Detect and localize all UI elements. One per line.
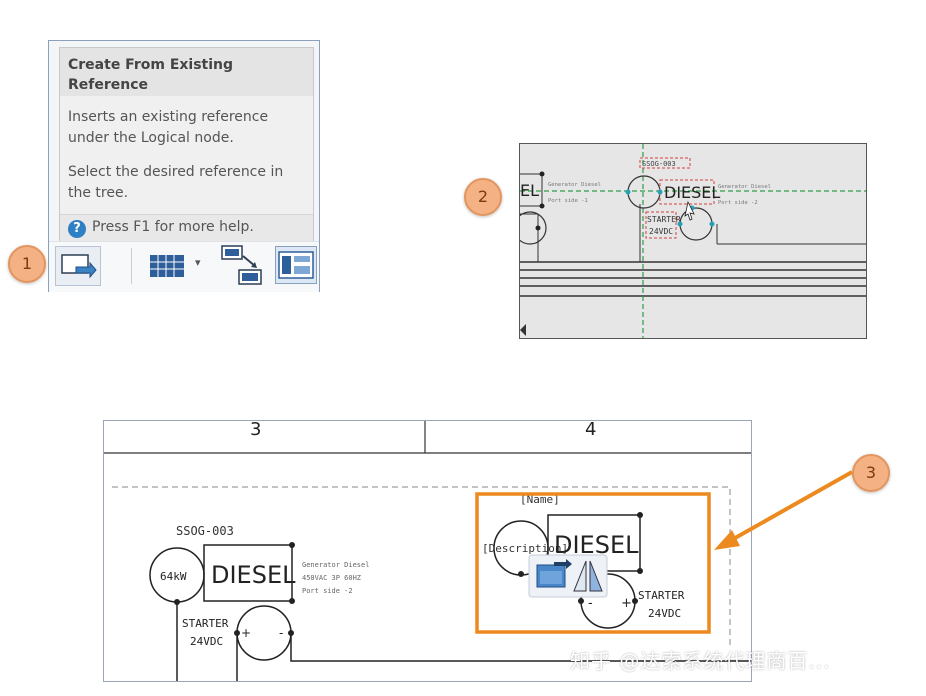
preview-starter-label: STARTER [647,215,681,224]
generator-tag: SSOG-003 [176,524,234,538]
tooltip-instruction: Select the desired reference in the tree… [68,164,284,201]
symbol-starter-voltage: 24VDC [648,607,681,620]
preview-left-desc-3: Port side -1 [548,198,588,204]
flip-symbol-button[interactable] [573,560,603,592]
replace-symbol-button[interactable] [536,559,572,588]
preview-diesel-label: DIESEL [664,183,720,202]
create-from-existing-reference-button[interactable] [55,246,101,286]
watermark: 知乎 @达索系统代理商百... [570,649,831,673]
symbol-diesel-label: DIESEL [554,531,639,559]
panel-layout-icon [278,251,314,279]
tooltip-help-text: Press F1 for more help. [92,219,254,235]
preview-voltage-label: 24VDC [649,227,673,236]
preview-ref-tag: SSOG-003 [642,160,676,168]
symbol-action-toolbar [528,554,608,598]
preview-left-desc-1: Generator Diesel [548,182,601,188]
generator-diesel-label: DIESEL [211,561,296,589]
help-icon: ? [68,220,86,238]
chevron-down-icon[interactable]: ▾ [195,256,201,269]
symbol-name-placeholder: [Name] [520,493,560,506]
column-header-3: 3 [250,421,261,440]
callout-arrow [714,470,853,550]
starter-minus: - [279,626,283,640]
grid-table-button[interactable] [147,252,187,280]
schematic-preview-panel: EL SSOG-003 DIESEL STARTER 24VDC Generat… [519,143,867,339]
tooltip-description: Inserts an existing reference under the … [68,109,269,146]
starter-label: STARTER [182,617,229,630]
panel-layout-button[interactable] [275,246,317,284]
tooltip-title: Create From Existing Reference [60,48,313,96]
tooltip-help-row: ? Press F1 for more help. [60,214,313,243]
symbol-description-placeholder: [Description] [482,542,568,555]
starter-plus: + [241,626,251,640]
toolbar-separator [131,248,132,284]
insert-reference-icon [61,254,97,279]
schematic-detail-canvas[interactable]: 3 4 SSOG-003 64kW DIESEL Generator Diese… [104,421,752,682]
preview-right-desc-1: Generator Diesel [718,184,771,190]
generator-desc-line-2: 450VAC 3P 60HZ [302,574,361,582]
callout-1: 1 [8,245,46,283]
symbol-starter-plus: + [621,596,632,611]
starter-voltage: 24VDC [190,635,223,648]
command-tooltip-panel: Create From Existing Reference Inserts a… [48,40,320,292]
generator-desc-line-1: Generator Diesel [302,561,369,569]
toolbar: ▾ [49,241,319,292]
schematic-detail-panel: 3 4 SSOG-003 64kW DIESEL Generator Diese… [103,420,752,682]
column-header-4: 4 [585,421,596,440]
schematic-preview-canvas[interactable]: EL SSOG-003 DIESEL STARTER 24VDC Generat… [520,144,867,339]
symbol-starter-minus: - [588,596,593,611]
tooltip: Create From Existing Reference Inserts a… [59,47,314,243]
preview-right-desc-3: Port side -2 [718,200,758,206]
preview-left-label: EL [520,181,539,200]
callout-2: 2 [464,178,502,216]
flip-icon [573,560,587,592]
connect-symbols-icon [221,245,262,285]
arrow-right-icon [554,559,572,569]
generator-desc-line-3: Port side -2 [302,587,353,595]
generator-rating: 64kW [160,570,187,583]
grid-table-icon [150,255,184,277]
callout-3: 3 [852,454,890,492]
connect-symbols-button[interactable] [219,244,265,288]
symbol-starter-label: STARTER [638,589,685,602]
